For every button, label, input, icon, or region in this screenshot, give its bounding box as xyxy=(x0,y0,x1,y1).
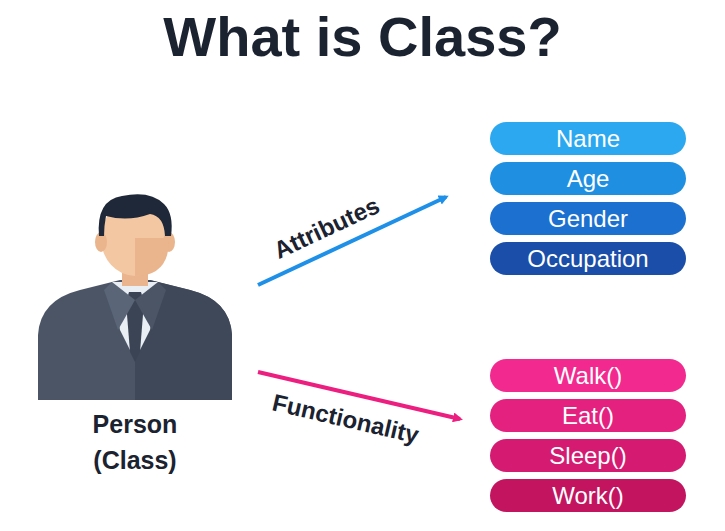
pill-text: Work() xyxy=(552,482,624,510)
attribute-pill: Age xyxy=(490,162,686,195)
attribute-pill: Occupation xyxy=(490,242,686,275)
pill-text: Age xyxy=(567,165,610,193)
page-title: What is Class? xyxy=(0,4,725,69)
person-figure xyxy=(38,194,232,400)
method-pill: Work() xyxy=(490,479,686,512)
class-label: Person (Class) xyxy=(65,406,205,478)
attribute-pill: Name xyxy=(490,122,686,155)
pill-text: Sleep() xyxy=(549,442,626,470)
arrow-label: Functionality xyxy=(270,389,422,450)
pill-text: Eat() xyxy=(562,402,614,430)
pill-text: Name xyxy=(556,125,620,153)
method-pill: Eat() xyxy=(490,399,686,432)
pill-text: Gender xyxy=(548,205,628,233)
pill-text: Occupation xyxy=(527,245,648,273)
pill-text: Walk() xyxy=(554,362,622,390)
method-pill: Sleep() xyxy=(490,439,686,472)
method-pill: Walk() xyxy=(490,359,686,392)
attribute-pill: Gender xyxy=(490,202,686,235)
